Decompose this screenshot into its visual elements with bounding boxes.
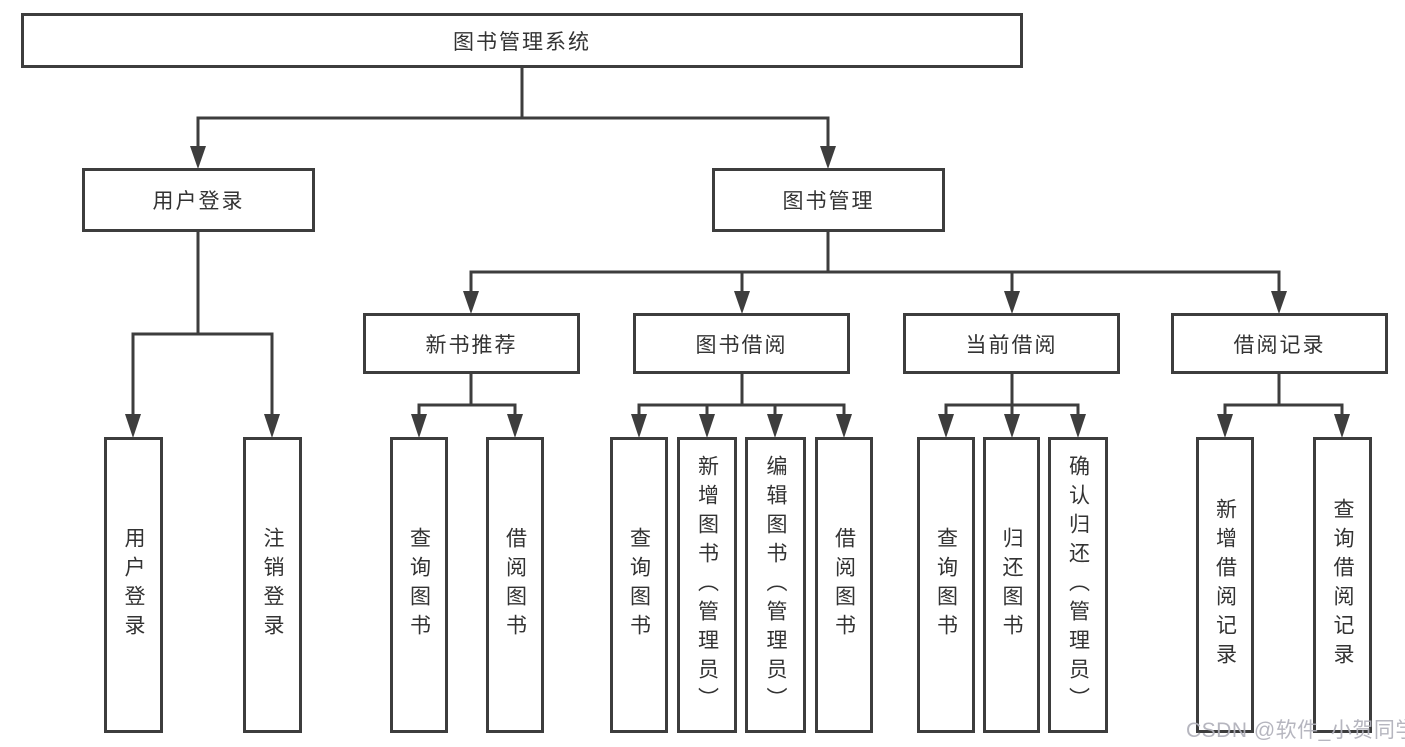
- node-borrowing-records-label: 借阅记录: [1233, 333, 1326, 357]
- leaf-borrow-books-recommend-label: 借阅图书: [503, 527, 527, 643]
- csdn-watermark: CSDN @软件_小贺同学: [1186, 719, 1405, 742]
- leaf-add-borrow-record: 新增借阅记录: [1196, 437, 1254, 733]
- root-node-library-system: 图书管理系统: [21, 13, 1023, 68]
- leaf-borrow-books-label: 借阅图书: [832, 527, 856, 643]
- leaf-logout-label: 注销登录: [261, 527, 284, 643]
- node-book-management: 图书管理: [712, 168, 945, 232]
- leaf-add-books-admin-label: 新增图书（管理员）: [695, 454, 719, 716]
- root-node-label: 图书管理系统: [453, 30, 591, 54]
- leaf-return-books-label: 归还图书: [1000, 527, 1023, 643]
- node-new-book-recommendation: 新书推荐: [363, 313, 580, 374]
- leaf-edit-books-admin-label: 编辑图书（管理员）: [764, 454, 787, 716]
- leaf-query-borrow-record-label: 查询借阅记录: [1331, 498, 1354, 672]
- leaf-query-books-recommend-label: 查询图书: [407, 527, 431, 643]
- leaf-query-books-current: 查询图书: [917, 437, 975, 733]
- leaf-user-login: 用户登录: [104, 437, 163, 733]
- node-new-book-recommendation-label: 新书推荐: [425, 333, 518, 357]
- leaf-user-login-label: 用户登录: [122, 527, 145, 643]
- node-user-login-label: 用户登录: [152, 190, 245, 213]
- leaf-query-borrow-record: 查询借阅记录: [1313, 437, 1372, 733]
- leaf-logout: 注销登录: [243, 437, 302, 733]
- leaf-query-books-current-label: 查询图书: [934, 527, 958, 643]
- node-user-login: 用户登录: [82, 168, 315, 232]
- leaf-borrow-books-recommend: 借阅图书: [486, 437, 544, 733]
- leaf-confirm-return-admin-label: 确认归还（管理员）: [1066, 454, 1090, 716]
- leaf-borrow-books: 借阅图书: [815, 437, 873, 733]
- leaf-query-books-borrow: 查询图书: [610, 437, 668, 733]
- leaf-edit-books-admin: 编辑图书（管理员）: [745, 437, 806, 733]
- node-book-management-label: 图书管理: [782, 190, 875, 213]
- node-current-borrowing-label: 当前借阅: [965, 333, 1058, 357]
- leaf-add-books-admin: 新增图书（管理员）: [677, 437, 737, 733]
- node-book-borrowing-label: 图书借阅: [695, 333, 788, 357]
- node-book-borrowing: 图书借阅: [633, 313, 850, 374]
- leaf-confirm-return-admin: 确认归还（管理员）: [1048, 437, 1108, 733]
- leaf-query-books-recommend: 查询图书: [390, 437, 448, 733]
- leaf-add-borrow-record-label: 新增借阅记录: [1213, 498, 1237, 672]
- node-current-borrowing: 当前借阅: [903, 313, 1120, 374]
- node-borrowing-records: 借阅记录: [1171, 313, 1388, 374]
- leaf-return-books: 归还图书: [983, 437, 1040, 733]
- leaf-query-books-borrow-label: 查询图书: [627, 527, 651, 643]
